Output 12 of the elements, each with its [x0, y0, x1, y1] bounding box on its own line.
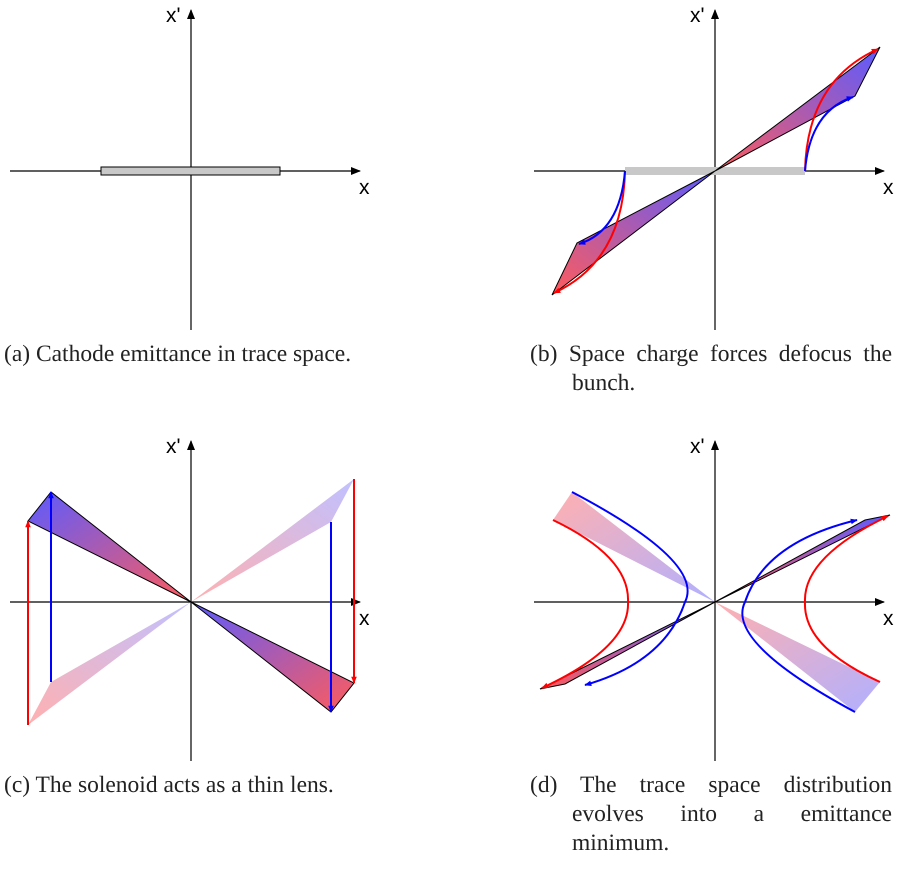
caption: (d) The trace space distribution evolves into a emittance minimum.	[530, 771, 892, 858]
axis-label: x'	[166, 436, 181, 457]
axis-label: x'	[690, 436, 705, 457]
axis-label: x	[883, 177, 894, 198]
axis-label: x	[359, 177, 370, 198]
axis-label: x	[359, 608, 370, 629]
caption: (b) Space charge forces defocus the bunch.	[530, 340, 892, 398]
caption: (a) Cathode emittance in trace space.	[4, 340, 352, 369]
caption: (c) The solenoid acts as a thin lens.	[4, 771, 335, 800]
axis-label: x	[883, 608, 894, 629]
axis-label: x'	[166, 5, 181, 26]
axis-label: x'	[690, 5, 705, 26]
